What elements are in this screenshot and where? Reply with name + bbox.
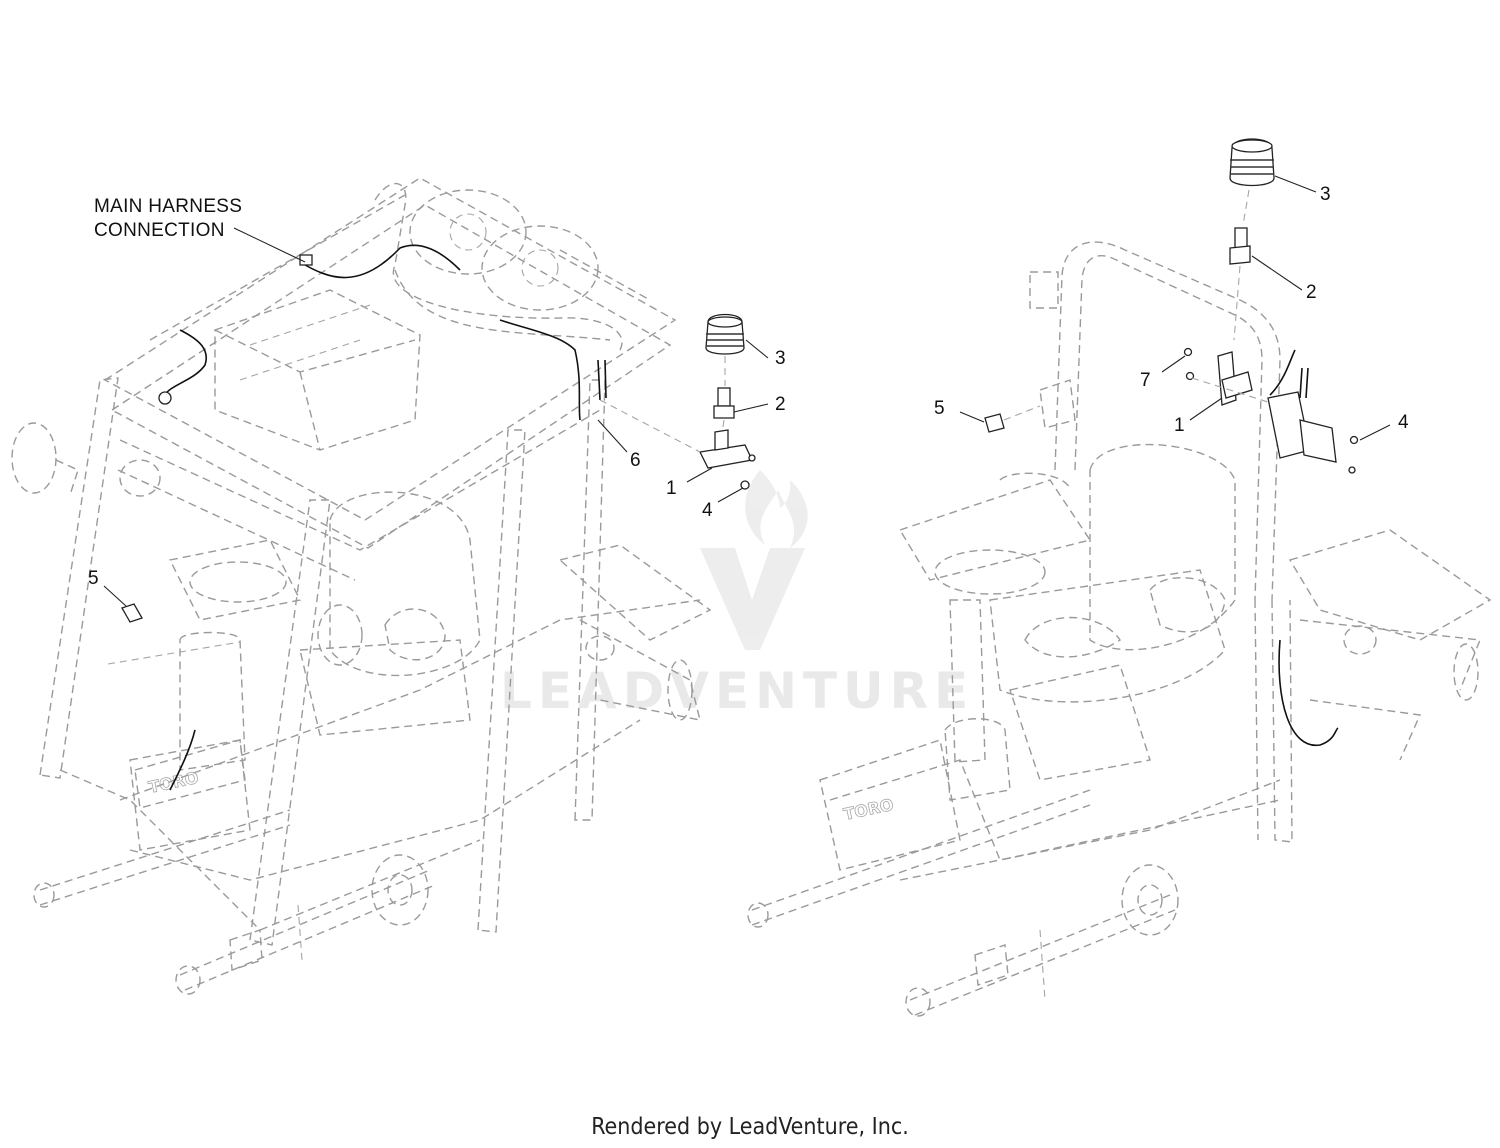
left-callout-5: 5 xyxy=(88,568,99,589)
right-callout-2: 2 xyxy=(1306,282,1317,303)
left-callout-2: 2 xyxy=(775,394,786,415)
watermark: LEADVENTURE xyxy=(500,470,974,720)
svg-text:TORO: TORO xyxy=(842,795,895,824)
flame-v-logo-icon xyxy=(700,470,808,650)
watermark-text: LEADVENTURE xyxy=(500,662,974,720)
beacon-light-icon xyxy=(705,313,745,355)
left-callout-1: 1 xyxy=(666,478,677,499)
left-callout-4: 4 xyxy=(702,500,713,521)
left-callout-3: 3 xyxy=(775,348,786,369)
mount-bracket-icon xyxy=(699,429,753,469)
left-machine-assembly: TORO xyxy=(11,177,786,995)
rocker-switch-icon xyxy=(121,603,143,623)
rocker-switch-icon xyxy=(984,413,1005,433)
harness-label-line1: MAIN HARNESS xyxy=(94,196,242,217)
right-callout-3: 3 xyxy=(1320,184,1331,205)
harness-label-line2: CONNECTION xyxy=(94,220,225,241)
right-machine-assembly: TORO xyxy=(747,138,1492,1017)
right-callout-1: 1 xyxy=(1174,415,1185,436)
right-callout-7: 7 xyxy=(1140,370,1151,391)
right-callout-4: 4 xyxy=(1398,412,1409,433)
right-callout-5: 5 xyxy=(934,398,945,419)
mount-bracket-icon xyxy=(1217,351,1253,406)
footer-credit: Rendered by LeadVenture, Inc. xyxy=(591,1114,909,1140)
beacon-light-icon xyxy=(1229,138,1275,187)
left-callout-6: 6 xyxy=(630,450,641,471)
